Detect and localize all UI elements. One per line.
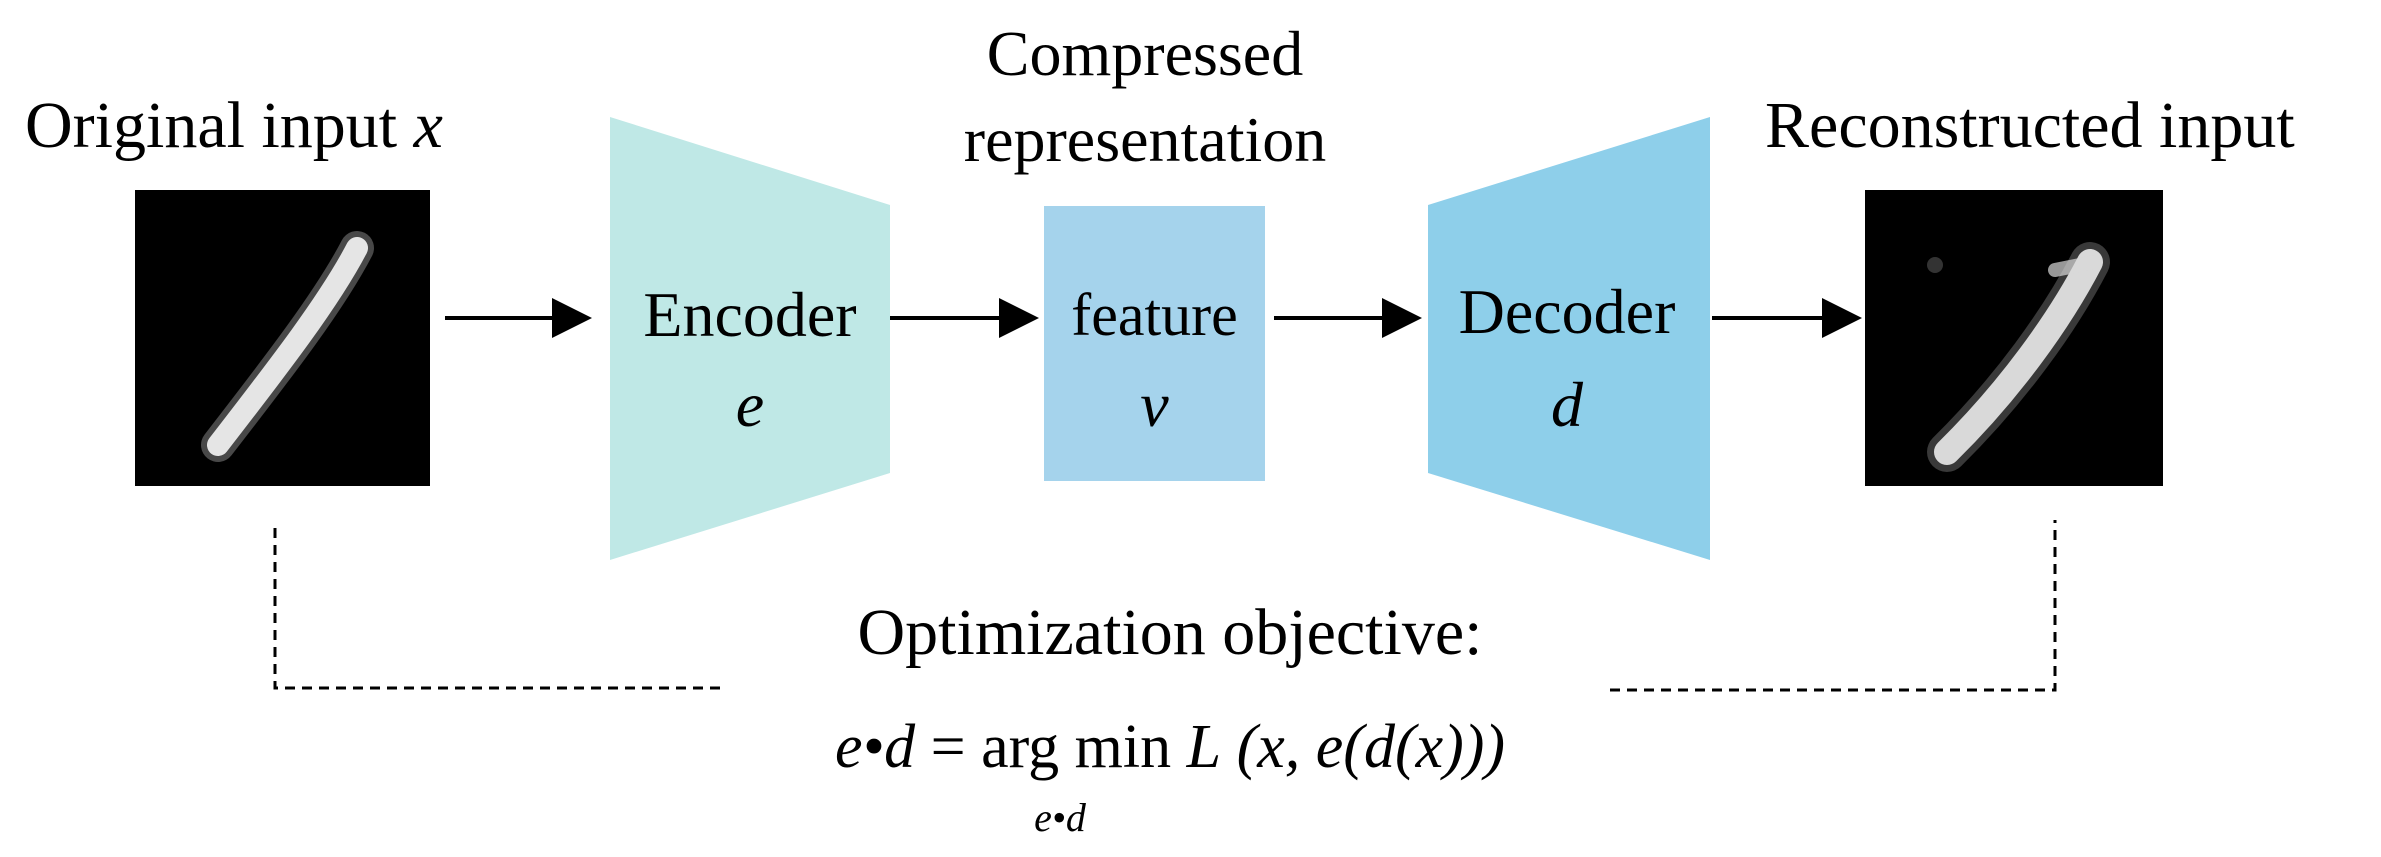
formula-argmin: arg min [981, 713, 1172, 781]
feature-block [1044, 206, 1265, 481]
input-image [135, 190, 430, 486]
encoder-var: e [735, 369, 765, 440]
decoder-var: d [1551, 369, 1583, 440]
output-image [1865, 190, 2163, 486]
encoder-label: Encoder [643, 279, 857, 350]
decoder-label: Decoder [1458, 276, 1676, 347]
feature-var: v [1140, 369, 1169, 440]
compressed-title-line2: representation [963, 104, 1327, 175]
input-var: x [413, 89, 443, 162]
feature-label: feature [1071, 282, 1238, 348]
decoder-block [1428, 117, 1710, 560]
formula-L: L [1186, 713, 1222, 781]
formula-lhs: e•d [834, 713, 916, 781]
formula-eq: = [930, 713, 966, 781]
encoder-block [610, 117, 890, 560]
dashed-connector-right [1610, 520, 2057, 692]
output-digit-stroke [1927, 242, 2110, 472]
dashed-connector-left [273, 528, 720, 690]
formula-expr: (x, e(d(x))) [1236, 713, 1506, 781]
input-digit-stroke [201, 231, 374, 462]
input-title: Original input x [25, 93, 443, 159]
objective-formula: e•d = arg min L (x, e(d(x))) [760, 716, 1580, 778]
objective-title: Optimization objective: [857, 596, 1483, 669]
formula-subscript: e•d [1034, 795, 1086, 840]
compressed-title-line1: Compressed [986, 18, 1304, 89]
input-title-text: Original input [25, 89, 398, 162]
output-title: Reconstructed input [1765, 89, 2295, 162]
